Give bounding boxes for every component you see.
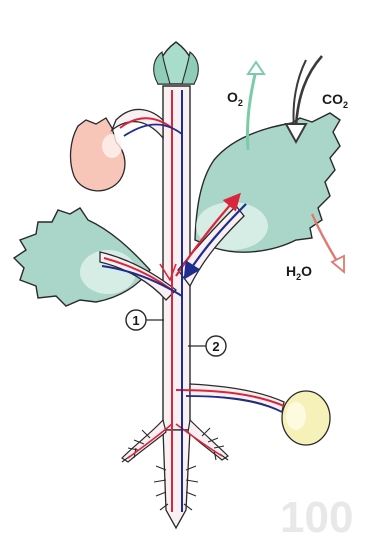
o2-label: O2 [227, 89, 243, 108]
h2o-label: H2O [286, 263, 312, 282]
main-stem [163, 86, 190, 430]
marker-2-label: 2 [212, 339, 219, 354]
main-root [163, 430, 190, 528]
marker-1-label: 1 [132, 313, 139, 328]
left-lateral-root [122, 420, 166, 462]
left-leaf [14, 208, 150, 306]
watermark-text: 100 [280, 493, 353, 536]
storage-highlight [286, 402, 306, 430]
co2-label: CO2 [322, 91, 348, 110]
o2-arrow-head [248, 62, 264, 74]
co2-arrow [296, 56, 322, 126]
right-lateral-root [188, 420, 228, 460]
fruit-highlight [102, 134, 122, 158]
h2o-arrow-head [332, 256, 344, 272]
h2o-arrow [312, 214, 340, 266]
